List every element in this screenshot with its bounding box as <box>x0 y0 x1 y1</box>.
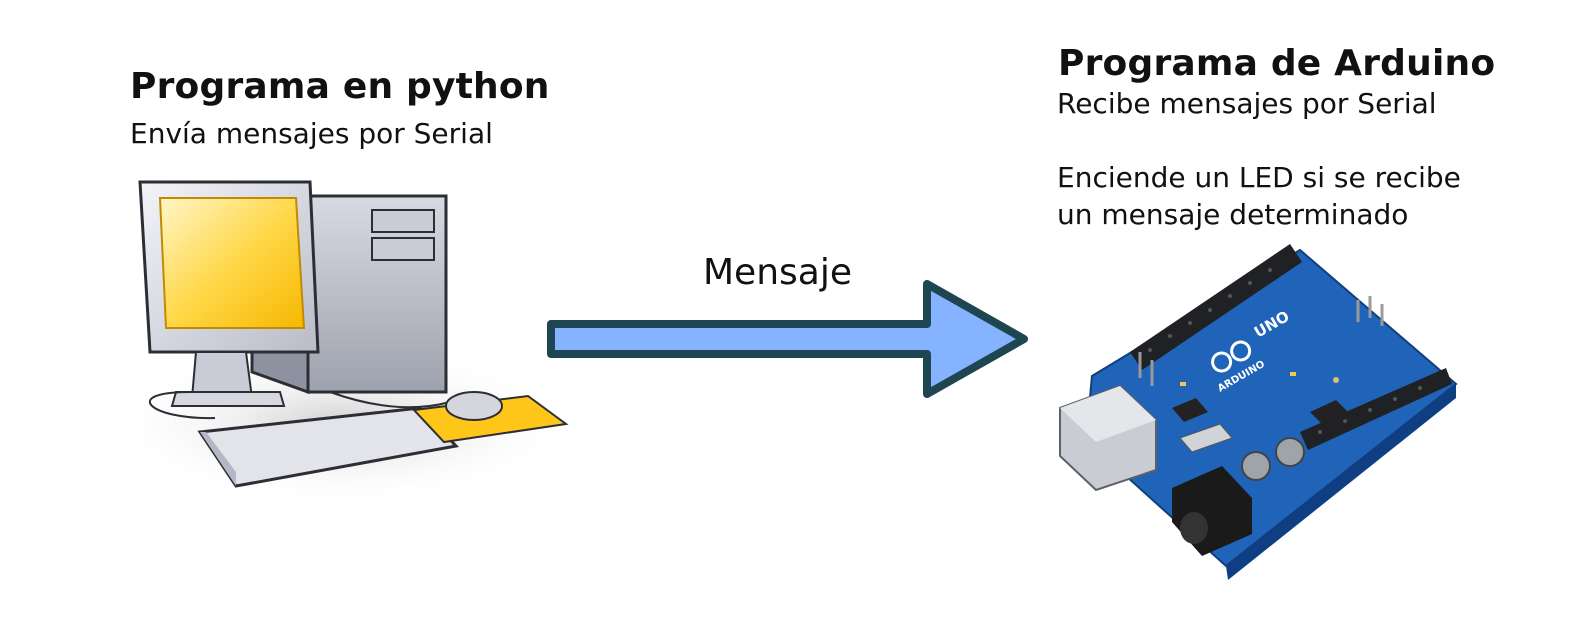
arrow-label: Mensaje <box>703 252 852 293</box>
arduino-program-subtitle: Recibe mensajes por Serial <box>1057 87 1437 120</box>
arduino-description-line1: Enciende un LED si se recibe <box>1057 161 1461 194</box>
arduino-description-line2: un mensaje determinado <box>1057 198 1409 231</box>
python-program-subtitle: Envía mensajes por Serial <box>130 117 493 150</box>
python-program-title: Programa en python <box>130 66 550 107</box>
arduino-program-title: Programa de Arduino <box>1058 43 1496 84</box>
